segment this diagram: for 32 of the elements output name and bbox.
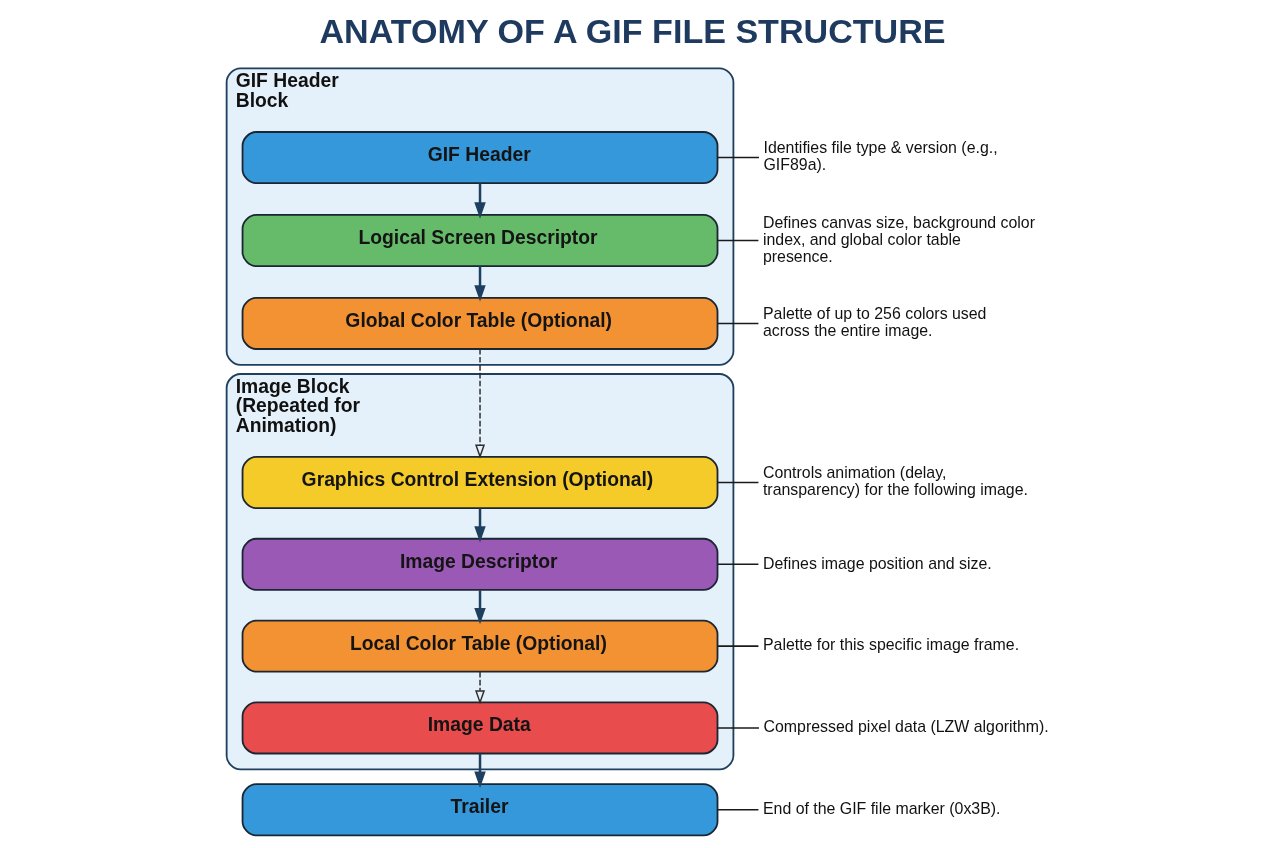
node-box: Image Data (241, 701, 719, 755)
node-text: End of the GIF file marker (0x3B). (762, 799, 1001, 817)
connector (716, 322, 760, 325)
connector (716, 239, 760, 242)
node-text: Controls animation (delay, transparency) for the following image. (762, 464, 1028, 499)
connector (716, 481, 760, 484)
connector (716, 156, 760, 159)
connector (716, 563, 760, 566)
connector (716, 727, 760, 729)
node-box: Image Descriptor (241, 537, 719, 591)
node-text: Compressed pixel data (LZW algorithm). (763, 718, 1049, 736)
node-box: Global Color Table (Optional) (241, 296, 719, 350)
arrow (474, 508, 486, 543)
node-box: GIF Header (241, 131, 719, 184)
node-box: Trailer (241, 783, 719, 837)
node-box: Local Color Table (Optional) (241, 619, 719, 673)
node-text: Defines canvas size, background color index, and global color table presence. (762, 213, 1036, 265)
node-text: Palette of up to 256 colors used across the entire image. (762, 305, 987, 340)
connector (716, 645, 760, 647)
arrow (474, 183, 486, 219)
arrow (474, 753, 486, 788)
diagram-title: ANATOMY OF A GIF FILE STRUCTURE (319, 12, 946, 51)
connector (716, 808, 760, 811)
arrow (475, 348, 486, 459)
node-text: Palette for this specific image frame. (762, 636, 1020, 654)
arrow (475, 671, 486, 705)
node-box: Graphics Control Extension (Optional) (241, 456, 719, 509)
arrow (474, 266, 486, 302)
node-text: Defines image position and size. (762, 554, 992, 572)
arrow (474, 590, 486, 625)
node-text: Identifies file type & version (e.g., GIF89a). (763, 139, 998, 174)
node-box: Logical Screen Descriptor (241, 214, 719, 267)
